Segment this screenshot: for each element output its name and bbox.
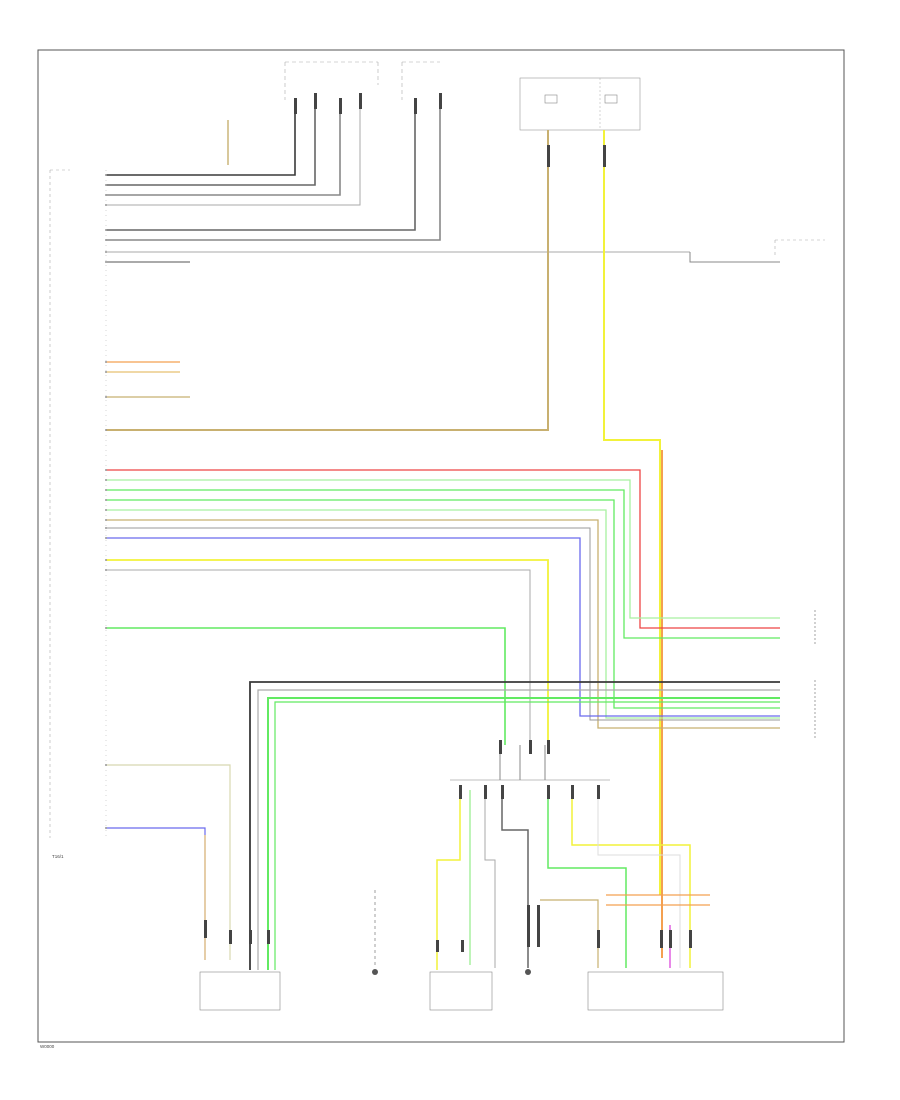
- trunk-to-right: [249, 681, 780, 970]
- page-reference: W0000: [40, 1044, 55, 1049]
- fuse-box: [519, 77, 641, 131]
- bottom-module-middle: [429, 971, 493, 1011]
- wire-tan-vertical: [106, 120, 549, 431]
- ground-point-top-right: [774, 239, 825, 258]
- connector-ticks: [204, 93, 692, 952]
- small-branch-wires: [106, 361, 190, 398]
- wire-yellow-orange: [603, 130, 663, 958]
- main-connector-ref: T16/1: [52, 854, 64, 859]
- amplifier-input-wires: [436, 790, 710, 970]
- colored-harness-bus: [106, 469, 780, 745]
- splice-junction: [450, 745, 610, 781]
- bottom-module-right: [587, 971, 724, 1011]
- bottom-speaker-right: [525, 969, 531, 975]
- bottom-module-left: [199, 971, 281, 1011]
- lower-left-wires: [106, 764, 231, 960]
- wire-group-top-black: [106, 95, 780, 263]
- top-left-module: [284, 61, 440, 100]
- bottom-speaker-left: [372, 890, 378, 975]
- main-connector-pin-column: T16/1: [49, 169, 107, 859]
- connector-pin-dots: [105, 174, 107, 829]
- diagram-frame: [37, 49, 845, 1043]
